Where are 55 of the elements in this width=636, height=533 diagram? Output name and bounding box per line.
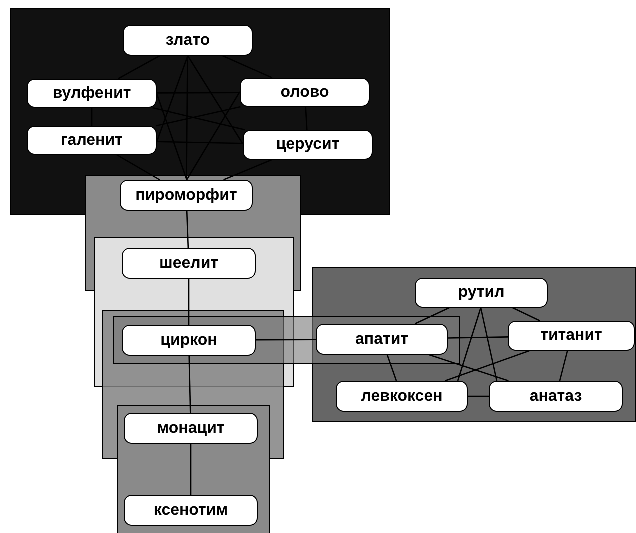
mineral-name: вулфенит — [52, 84, 132, 102]
connector-line — [448, 336, 508, 339]
connector-line — [512, 307, 540, 322]
connector-line — [224, 159, 272, 181]
mineral-box — [124, 413, 258, 444]
connector-line — [480, 308, 498, 382]
connector-line — [188, 279, 190, 325]
connector-line — [156, 56, 189, 142]
connector-line — [190, 444, 192, 495]
mineral-box — [240, 78, 370, 107]
mineral-box — [316, 324, 448, 355]
mineral-name: злато — [166, 32, 210, 50]
mineral-box — [415, 278, 548, 308]
connector-line — [156, 94, 188, 180]
mineral-box — [489, 381, 623, 412]
mineral-name: рутил — [458, 284, 505, 302]
connector-line — [468, 396, 489, 398]
connector-line — [445, 350, 530, 382]
connector-line — [429, 354, 509, 382]
mineral-box — [27, 79, 157, 108]
mineral-name: ксенотим — [154, 502, 228, 520]
mineral-name: титанит — [540, 327, 602, 345]
mineral-box — [27, 126, 157, 155]
connector-line — [186, 92, 241, 180]
mineral-box — [336, 381, 468, 412]
mineral-name: церусит — [276, 136, 340, 154]
mineral-name: циркон — [160, 332, 218, 350]
mineral-name: монацит — [157, 420, 225, 438]
mineral-box — [122, 248, 256, 279]
connector-line — [188, 356, 192, 414]
mineral-name: олово — [280, 84, 330, 102]
connector-line — [386, 354, 398, 382]
connector-line — [457, 308, 482, 382]
mineral-name: галенит — [61, 132, 123, 150]
connector-line — [256, 339, 316, 341]
mineral-name: пироморфит — [136, 186, 238, 204]
mineral-box — [120, 180, 253, 211]
connector-line — [222, 55, 273, 79]
connector-line — [152, 107, 246, 131]
connector-line — [559, 350, 568, 382]
mineral-name: шеелит — [160, 254, 218, 272]
mineral-box — [508, 321, 635, 351]
connector-line — [187, 56, 244, 144]
mineral-name: левкоксен — [361, 388, 443, 406]
mineral-name: апатит — [356, 330, 408, 348]
connector-line — [116, 154, 160, 181]
connector-line — [156, 106, 241, 127]
mineral-box — [124, 495, 258, 526]
connector-line — [414, 307, 450, 325]
connector-line — [186, 210, 190, 248]
connector-line — [118, 55, 160, 80]
mineral-name: анатаз — [530, 388, 582, 406]
mineral-box — [123, 25, 253, 56]
mineral-box — [243, 130, 373, 160]
mineral-box — [122, 325, 256, 356]
